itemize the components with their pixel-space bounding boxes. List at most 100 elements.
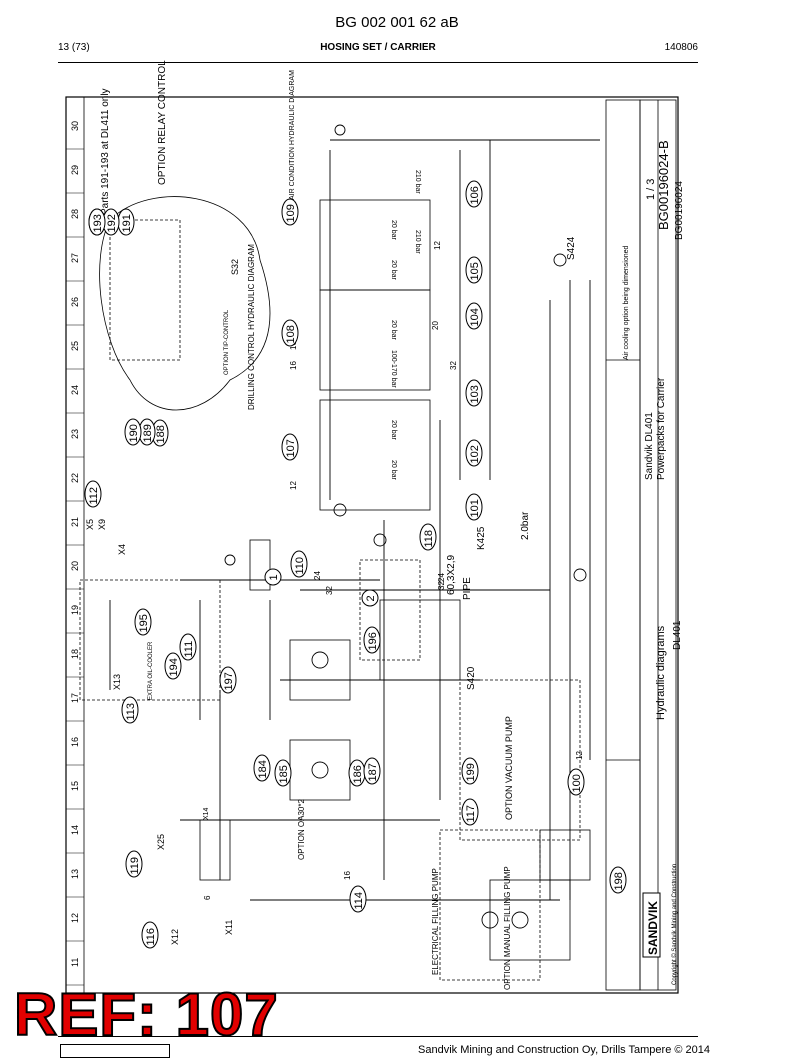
callout-marker <box>121 696 139 724</box>
pressure-setting: 20 bar <box>390 460 397 481</box>
grid-column-label: 12 <box>70 913 80 923</box>
part-number: BG00196024 <box>674 181 685 240</box>
grid-column-label: 11 <box>70 958 80 967</box>
air-condition-label: AIR CONDITION HYDRAULIC DIAGRAM <box>289 70 296 200</box>
grid-column-label: 22 <box>70 473 80 483</box>
line-size-label: 20 <box>431 321 440 330</box>
line-size-label: 24 <box>313 571 322 580</box>
line-size-label: 12 <box>575 751 584 760</box>
callout-number: 109 <box>285 204 297 222</box>
s424-label: S424 <box>566 236 577 260</box>
callout-number: 118 <box>423 530 435 548</box>
callout-marker <box>609 866 627 894</box>
annotations: PIPE 60,3X2,9 K425 2.0bar S420 S424 S32 … <box>85 236 577 945</box>
callout-marker <box>179 633 197 661</box>
callout-marker <box>465 493 483 521</box>
grid-column-label: 24 <box>70 385 80 395</box>
callout-number: 194 <box>168 658 180 676</box>
pressure-setting: 210 bar <box>414 230 421 254</box>
x4-label: X4 <box>117 544 127 555</box>
callout-number: 188 <box>155 425 167 443</box>
option-labels: OPTION RELAY CONTROL Parts 191-193 at DL… <box>100 60 514 990</box>
model-text: DL401 <box>672 620 683 650</box>
callout-number: 2 <box>365 595 377 601</box>
callout-marker <box>363 626 381 654</box>
callout-marker <box>465 439 483 467</box>
callout-number: 197 <box>223 672 235 690</box>
relay-control-label: OPTION RELAY CONTROL <box>157 60 168 185</box>
footer-logo <box>60 1044 170 1058</box>
grid-column-label: 25 <box>70 341 80 351</box>
x12-label: X12 <box>170 929 180 945</box>
title-block <box>605 99 677 991</box>
grid-column-label: 27 <box>70 253 80 263</box>
footer-divider <box>58 1036 698 1037</box>
callout-marker <box>219 666 237 694</box>
line-size-label: 16 <box>289 361 298 370</box>
callout-number: 101 <box>469 499 481 517</box>
callout-marker <box>253 754 271 782</box>
callout-number: 100 <box>571 774 583 792</box>
callout-number: 102 <box>469 445 481 463</box>
pressure-setting: 20 bar <box>390 260 397 281</box>
callout-number: 190 <box>128 424 140 442</box>
callout-number: 116 <box>145 928 157 946</box>
callout-marker <box>465 180 483 208</box>
x11-label: X11 <box>224 920 234 935</box>
grid-column-label: 19 <box>70 605 80 615</box>
callout-marker <box>465 256 483 284</box>
callout-marker <box>461 798 479 826</box>
x9-label: X9 <box>97 519 107 530</box>
grid-column-label: 17 <box>70 693 80 703</box>
callout-number: 105 <box>469 262 481 280</box>
callout-number: 196 <box>367 632 379 650</box>
callout-marker <box>361 589 379 607</box>
callout-number: 119 <box>129 857 141 875</box>
callout-number: 104 <box>469 308 481 326</box>
line-size-label: 12 <box>433 241 442 250</box>
callout-number: 113 <box>125 703 137 721</box>
callout-number: 193 <box>92 214 104 232</box>
callout-number: 110 <box>294 557 306 575</box>
callout-marker <box>164 652 182 680</box>
subtitle2-text: Powerpacks for Carrier <box>656 377 667 480</box>
document-code: 140806 <box>664 42 698 53</box>
header-divider <box>58 62 698 63</box>
copyright-text: Copyright © Sandvik Mining and Construct… <box>671 864 678 985</box>
callout-marker <box>281 319 299 347</box>
callout-number: 114 <box>353 892 365 910</box>
callout-marker <box>290 550 308 578</box>
callout-number: 195 <box>138 614 150 632</box>
callout-number: 186 <box>352 765 364 783</box>
callout-marker <box>461 757 479 785</box>
pressure-setting: 20 bar <box>390 220 397 241</box>
grid-column-label: 13 <box>70 869 80 879</box>
callout-marker <box>141 921 159 949</box>
line-size-label: 32 <box>437 581 446 590</box>
s32-label: S32 <box>230 259 240 275</box>
section-title: HOSING SET / CARRIER <box>320 42 436 53</box>
oa30-label: OPTION OA30*2 <box>297 799 306 860</box>
callout-marker <box>264 568 282 586</box>
x5-label: X5 <box>85 519 95 530</box>
callout-marker <box>134 608 152 636</box>
pressure-setting: 20 bar <box>390 420 397 441</box>
line-size-label: 32 <box>325 586 334 595</box>
callout-marker <box>124 418 142 446</box>
callout-marker <box>465 302 483 330</box>
callout-number: 108 <box>285 325 297 343</box>
pressure-setting: 20 bar <box>390 320 397 341</box>
callout-markers: 1001011021031041051061071081091101111121… <box>84 180 627 949</box>
callout-marker <box>567 768 585 796</box>
callout-number: 189 <box>142 424 154 442</box>
drilling-control-label: DRILLING CONTROL HYDRAULIC DIAGRAM <box>247 244 256 410</box>
line-size-label: 24 <box>437 573 446 582</box>
callout-number: 103 <box>469 385 481 403</box>
callout-number: 187 <box>367 763 379 781</box>
callout-number: 185 <box>278 765 290 783</box>
line-size-label: 32 <box>449 361 458 370</box>
pressure-setting: 100-170 bar <box>390 350 397 388</box>
footer-company: Sandvik Mining and Construction Oy, Dril… <box>418 1044 710 1056</box>
x13-label: X13 <box>112 674 122 690</box>
callout-number: 192 <box>106 214 118 232</box>
